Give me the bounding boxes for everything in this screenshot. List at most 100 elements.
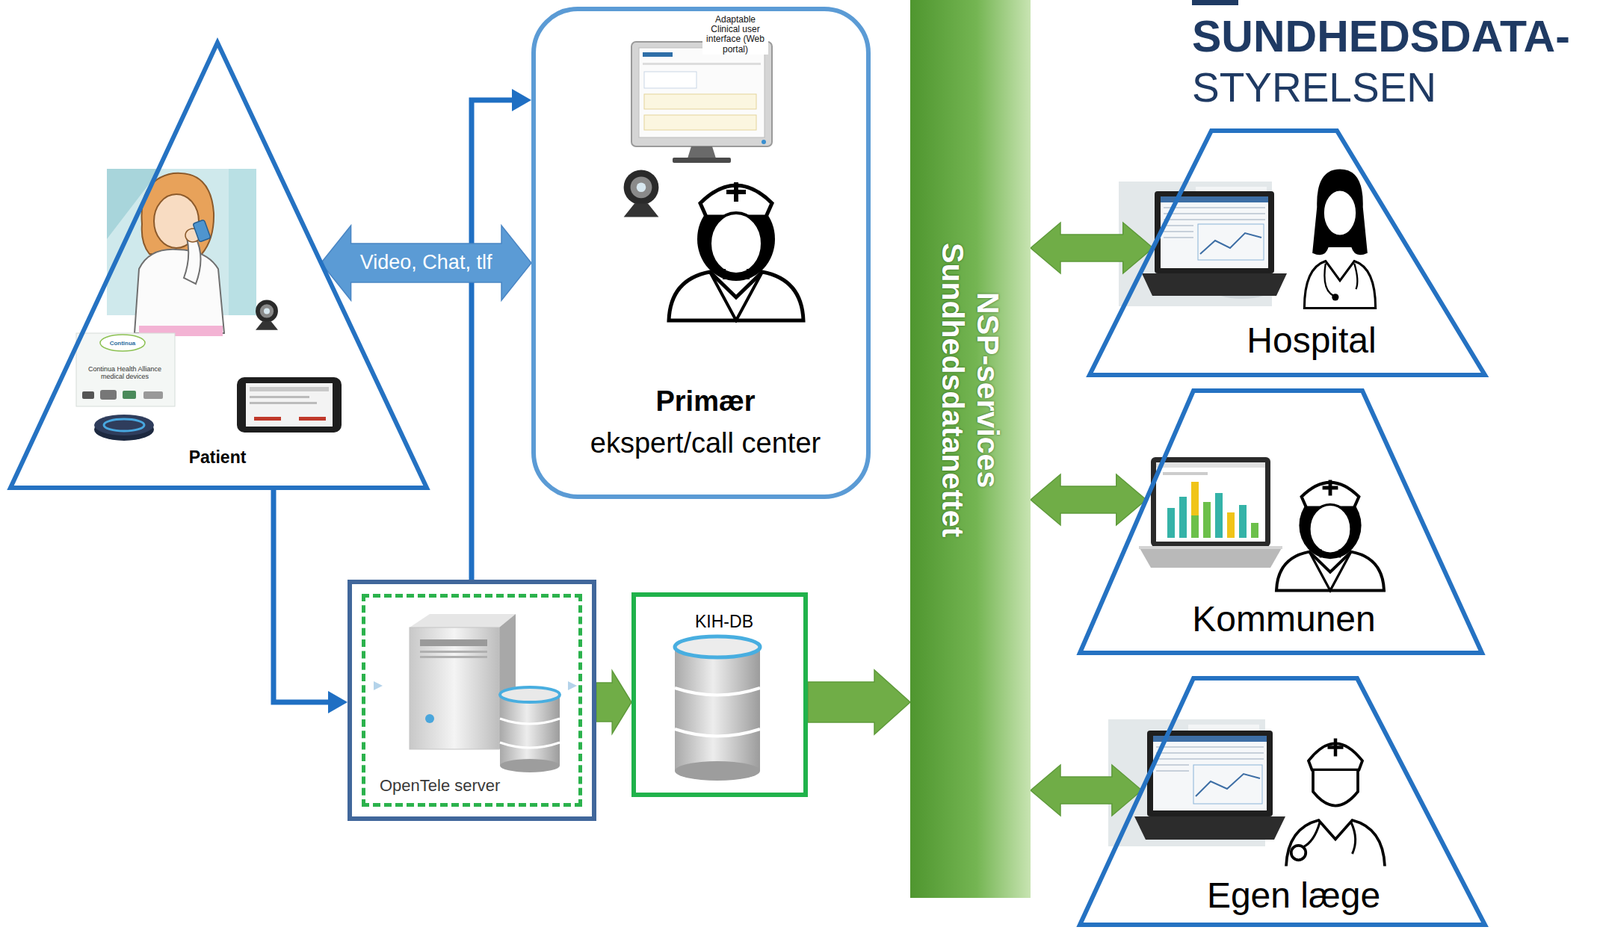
node-text: Kommunen (1160, 598, 1408, 640)
logo-text: SUNDHEDSDATA- (1191, 14, 1571, 60)
nurse-icon (1276, 480, 1385, 592)
database-illustration (674, 636, 761, 781)
connector-line (471, 100, 512, 580)
municipality-laptop (1191, 482, 1199, 539)
tablet-device (298, 417, 326, 421)
municipality-laptop (1179, 496, 1187, 539)
web-portal-monitor (631, 41, 772, 163)
patient-figure (106, 168, 257, 337)
gp-laptop (1156, 758, 1264, 761)
network-band: NSP-servicesSundhedsdatanettet (910, 0, 1031, 899)
connector-arrow (273, 487, 348, 714)
server-illustration (499, 695, 560, 766)
gp-laptop (1134, 816, 1286, 840)
server-illustration (373, 681, 383, 691)
text-slot: SUNDHEDSDATA- (1191, 14, 1571, 60)
band-text: Sundhedsdatanettet (934, 195, 971, 585)
web-portal-monitor (761, 139, 766, 145)
municipality-laptop (1251, 523, 1259, 539)
server-illustration (499, 718, 560, 749)
server-illustration (567, 681, 577, 691)
medical-devices (94, 414, 154, 436)
gp-laptop (1156, 770, 1189, 772)
municipality-laptop (1162, 472, 1208, 476)
tablet-device (254, 417, 281, 421)
medical-devices (100, 334, 145, 352)
hospital-laptop (1200, 233, 1262, 255)
triangle-outline (1079, 390, 1482, 654)
tablet-device (249, 402, 317, 405)
server-illustration (419, 639, 488, 647)
patient-figure (228, 168, 257, 316)
patient-figure (134, 249, 225, 334)
arrow-head (328, 691, 348, 714)
server-illustration (499, 759, 560, 773)
hospital-laptop (1163, 224, 1194, 227)
tablet-device (236, 377, 342, 433)
gp-laptop (1153, 736, 1267, 743)
database-illustration (674, 688, 761, 737)
block-arrow-shape (596, 671, 632, 734)
block-arrow (807, 670, 911, 735)
text-slot: Adaptable Clinical user interface (Web p… (702, 14, 769, 55)
medical-devices (76, 333, 175, 441)
gp-laptop (1108, 719, 1286, 847)
screen-note: Adaptable Clinical user interface (Web p… (702, 14, 769, 55)
server-illustration (409, 614, 516, 628)
gp-laptop (1156, 752, 1264, 755)
server-illustration (419, 650, 488, 654)
node-text: Patient (153, 447, 281, 468)
dashed-frame (361, 594, 583, 808)
municipality-laptop (1215, 493, 1223, 539)
web-portal-monitor (644, 94, 757, 110)
server-illustration (419, 656, 488, 659)
municipality-triangle: Kommunen (1075, 386, 1487, 658)
block-arrow-shape (321, 225, 532, 301)
nurse-icon (668, 182, 804, 321)
municipality-laptop (1239, 505, 1247, 539)
medical-devices (103, 419, 145, 432)
webcam-icon (624, 169, 660, 217)
server-illustration (409, 627, 500, 750)
doctor-icon (1286, 739, 1385, 867)
block-arrow (1030, 222, 1154, 274)
node-text: Hospital (1191, 319, 1432, 361)
hospital-laptop (1163, 218, 1266, 221)
web-portal-monitor (642, 62, 761, 66)
server-box: OpenTele server (347, 579, 597, 822)
gp-laptop (1153, 736, 1267, 811)
arrow-head (511, 88, 532, 112)
tablet-device (249, 387, 329, 392)
web-portal-monitor (644, 71, 697, 89)
hospital-laptop (1163, 236, 1194, 239)
medical-devices (100, 390, 117, 400)
doctor-icon (1304, 169, 1376, 309)
device-caption: Continua Health Alliance medical devices (82, 366, 168, 382)
connector-line (273, 487, 329, 703)
hospital-laptop (1163, 207, 1266, 209)
web-portal-monitor (631, 41, 772, 147)
database-illustration (674, 761, 761, 781)
webcam-icon (255, 299, 279, 330)
medical-devices (122, 390, 137, 400)
edge-label: Video, Chat, tlf (360, 251, 493, 275)
hospital-laptop (1154, 191, 1275, 274)
band-text: NSP-services (970, 195, 1006, 585)
tablet-device (249, 396, 310, 399)
hospital-triangle: Hospital (1085, 127, 1490, 380)
municipality-laptop (1167, 508, 1175, 539)
triangle-outline (1089, 130, 1485, 376)
municipality-laptop (1156, 462, 1266, 542)
municipality-laptop (1156, 462, 1266, 468)
text-slot: Continua Health Alliance medical devices (82, 366, 168, 382)
web-portal-monitor (644, 115, 757, 131)
medical-devices (143, 391, 163, 400)
connector-arrow (471, 88, 532, 580)
municipality-laptop (1150, 457, 1271, 548)
gp-laptop (1156, 746, 1264, 749)
server-illustration (425, 714, 435, 724)
text-slot: Hospital (1191, 319, 1432, 361)
municipality-laptop (1191, 515, 1199, 539)
municipality-laptop (1227, 512, 1235, 539)
